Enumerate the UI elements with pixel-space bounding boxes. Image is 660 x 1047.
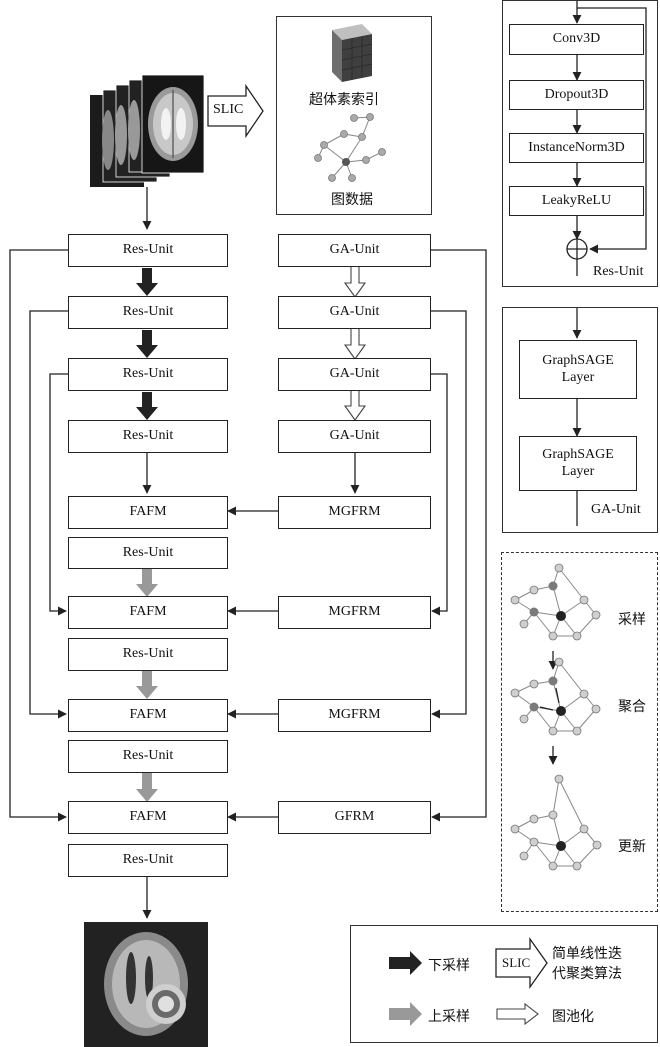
segmentation-output — [84, 922, 208, 1047]
ga-unit-caption: GA-Unit — [591, 502, 641, 517]
res-unit-caption: Res-Unit — [593, 264, 644, 279]
mgfrm-2: MGFRM — [278, 596, 431, 629]
res-unit-2: Res-Unit — [68, 296, 228, 329]
ga-unit-1: GA-Unit — [278, 234, 431, 267]
mgfrm-3: MGFRM — [278, 699, 431, 732]
slic-arrow-label: SLIC — [213, 102, 244, 117]
supervoxel-index-label: 超体素索引 — [309, 92, 379, 108]
legend-downsample-label: 下采样 — [428, 958, 470, 974]
fafm-1: FAFM — [68, 496, 228, 529]
slic-arrow — [207, 83, 264, 139]
mri-input-stack — [90, 74, 205, 187]
sampling-step-label: 采样 — [618, 612, 646, 628]
legend-slic-label: SLIC — [502, 955, 531, 970]
res-unit-6: Res-Unit — [68, 638, 228, 671]
aggregation-step-label: 聚合 — [618, 699, 646, 715]
res-unit-5: Res-Unit — [68, 537, 228, 569]
legend-slic-desc-1: 简单线性迭 — [552, 946, 622, 962]
gfrm: GFRM — [278, 801, 431, 834]
graphsage-layer-2: GraphSAGE Layer — [519, 436, 637, 491]
legend-icons — [389, 936, 548, 1026]
graph-operations-panel — [501, 552, 658, 912]
graph-pool-arrows — [343, 265, 367, 421]
legend-panel — [350, 925, 658, 1043]
instancenorm3d-layer: InstanceNorm3D — [509, 133, 644, 163]
legend-slic-desc-2: 代聚类算法 — [552, 966, 622, 982]
res-unit-1: Res-Unit — [68, 234, 228, 267]
ga-unit-4: GA-Unit — [278, 420, 431, 453]
upsample-arrows — [136, 568, 158, 802]
mgfrm-1: MGFRM — [278, 496, 431, 529]
ga-unit-2: GA-Unit — [278, 296, 431, 329]
downsample-arrows — [136, 268, 158, 420]
res-unit-4: Res-Unit — [68, 420, 228, 453]
legend-graph-pool-label: 图池化 — [552, 1009, 594, 1025]
leakyrelu-layer: LeakyReLU — [509, 186, 644, 216]
superpixel-panel — [276, 16, 432, 215]
update-step-label: 更新 — [618, 839, 646, 855]
ga-unit-3: GA-Unit — [278, 358, 431, 391]
supervoxel-cube-icon — [332, 24, 373, 82]
res-unit-7: Res-Unit — [68, 740, 228, 773]
res-unit-3: Res-Unit — [68, 358, 228, 391]
graph-data-label: 图数据 — [331, 192, 373, 208]
graphsage-layer-1: GraphSAGE Layer — [519, 340, 637, 399]
conv3d-layer: Conv3D — [509, 24, 644, 55]
ga-unit-detail-panel — [502, 307, 658, 533]
fafm-3: FAFM — [68, 699, 228, 732]
fafm-2: FAFM — [68, 596, 228, 629]
res-unit-detail-panel — [502, 0, 658, 287]
legend-upsample-label: 上采样 — [428, 1009, 470, 1025]
dropout3d-layer: Dropout3D — [509, 80, 644, 110]
fafm-4: FAFM — [68, 801, 228, 834]
add-icon — [566, 238, 588, 260]
res-unit-8: Res-Unit — [68, 844, 228, 877]
